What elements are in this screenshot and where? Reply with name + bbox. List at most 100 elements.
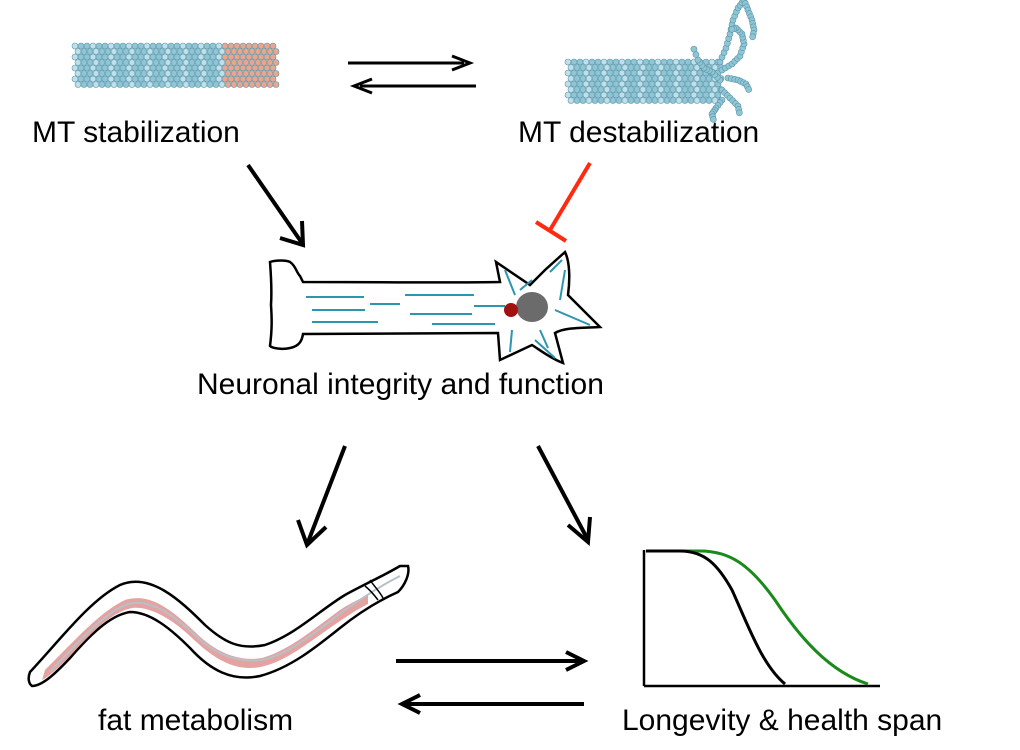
tubulin-dimer: [116, 81, 124, 88]
tubulin-dimer: [101, 64, 109, 72]
tubulin-dimer: [227, 53, 235, 61]
tubulin-dimer: [71, 53, 79, 61]
tubulin-dimer: [263, 64, 271, 72]
tubulin-dimer: [221, 42, 229, 50]
tubulin-dimer: [74, 48, 82, 55]
tubulin-dimer: [645, 97, 653, 104]
tubulin-dimer: [591, 64, 599, 71]
tubulin-dimer: [215, 64, 223, 72]
tubulin-dimer: [185, 42, 193, 50]
tubulin-dimer: [588, 80, 596, 88]
tubulin-dimer: [666, 91, 674, 99]
tubulin-dimer: [564, 58, 572, 66]
tubulin-dimer: [218, 48, 226, 55]
worm-icon: [27, 564, 410, 688]
tubulin-dimer: [749, 33, 756, 41]
tubulin-dimer: [137, 53, 145, 61]
tubulin-dimer: [167, 75, 175, 83]
tubulin-dimer: [669, 86, 677, 93]
tubulin-dimer: [191, 53, 199, 61]
tubulin-dimer: [158, 70, 166, 77]
tubulin-dimer: [257, 42, 265, 50]
tubulin-dimer: [224, 70, 232, 77]
tubulin-dimer: [83, 53, 91, 61]
tubulin-dimer: [669, 64, 677, 71]
tubulin-dimer: [681, 97, 689, 104]
tubulin-dimer: [212, 48, 220, 55]
tubulin-dimer: [170, 81, 178, 88]
tubulin-dimer: [648, 80, 656, 88]
tubulin-dimer: [576, 58, 584, 66]
tubulin-dimer: [200, 81, 208, 88]
tubulin-dimer: [663, 86, 671, 93]
tubulin-dimer: [576, 69, 584, 77]
tubulin-dimer: [134, 48, 142, 55]
tubulin-dimer: [666, 69, 674, 77]
label-mt-destabilization: MT destabilization: [518, 116, 760, 149]
tubulin-dimer: [224, 81, 232, 88]
tubulin-dimer: [215, 75, 223, 83]
tubulin-dimer: [666, 58, 674, 66]
nucleolus-icon: [504, 303, 518, 317]
tubulin-dimer: [694, 56, 702, 64]
tubulin-dimer: [570, 69, 578, 77]
tubulin-dimer: [104, 81, 112, 88]
tubulin-dimer: [651, 64, 659, 71]
tubulin-dimer: [690, 69, 698, 77]
tubulin-dimer: [173, 75, 181, 83]
activation-arrow-to-fat: [296, 445, 347, 549]
tubulin-dimer: [612, 80, 620, 88]
tubulin-dimer: [77, 64, 85, 72]
tubulin-dimer: [672, 91, 680, 99]
tubulin-dimer: [573, 75, 581, 82]
tubulin-dimer: [179, 42, 187, 50]
tubulin-dimer: [636, 69, 644, 77]
tubulin-dimer: [606, 80, 614, 88]
tubulin-dimer: [140, 48, 148, 55]
tubulin-dimer: [230, 48, 238, 55]
tubulin-dimer: [149, 64, 157, 72]
tubulin-dimer: [672, 58, 680, 66]
tubulin-dimer: [245, 42, 253, 50]
tubulin-dimer: [209, 42, 217, 50]
tubulin-dimer: [128, 48, 136, 55]
tubulin-dimer: [657, 97, 665, 104]
tubulin-dimer: [579, 64, 587, 71]
tubulin-dimer: [71, 42, 79, 50]
tubulin-dimer: [194, 81, 202, 88]
survival-curve-mutant: [646, 549, 869, 686]
tubulin-dimer: [242, 48, 250, 55]
tubulin-dimer: [663, 64, 671, 71]
tubulin-dimer: [681, 86, 689, 93]
tubulin-dimer: [260, 48, 268, 55]
tubulin-dimer: [254, 70, 262, 77]
tubulin-dimer: [251, 64, 259, 72]
tubulin-dimer: [89, 75, 97, 83]
tubulin-dimer: [660, 80, 668, 88]
tubulin-dimer: [591, 97, 599, 104]
tubulin-dimer: [197, 64, 205, 72]
tubulin-dimer: [573, 86, 581, 93]
tubulin-dimer: [570, 80, 578, 88]
tubulin-dimer: [125, 75, 133, 83]
tubulin-dimer: [209, 75, 217, 83]
tubulin-dimer: [248, 48, 256, 55]
tubulin-dimer: [179, 75, 187, 83]
tubulin-dimer: [113, 53, 121, 61]
tubulin-dimer: [92, 48, 100, 55]
tubulin-dimer: [636, 91, 644, 99]
tubulin-dimer: [146, 48, 154, 55]
tubulin-dimer: [80, 70, 88, 77]
tubulin-dimer: [567, 64, 575, 71]
tubulin-dimer: [248, 70, 256, 77]
tubulin-dimer: [89, 64, 97, 72]
tubulin-dimer: [203, 42, 211, 50]
tubulin-dimer: [609, 64, 617, 71]
tubulin-dimer: [687, 75, 695, 82]
tubulin-dimer: [206, 81, 214, 88]
tubulin-dimer: [591, 86, 599, 93]
tubulin-dimer: [143, 42, 151, 50]
tubulin-dimer: [594, 80, 602, 88]
tubulin-dimer: [242, 70, 250, 77]
tubulin-dimer: [224, 59, 232, 66]
